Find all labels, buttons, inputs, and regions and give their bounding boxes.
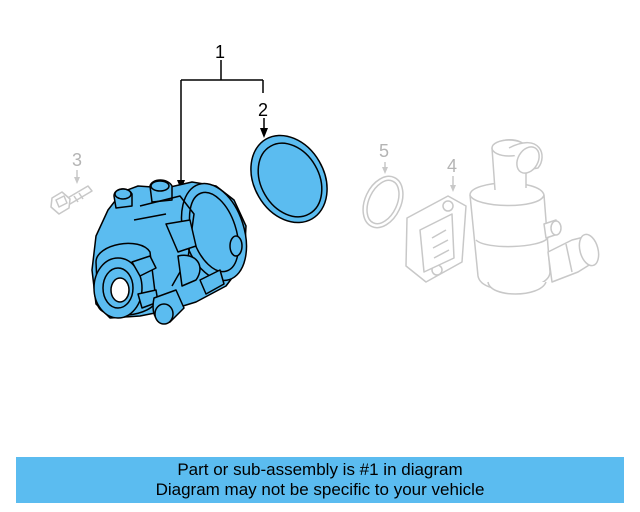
callout-2-leader — [260, 118, 268, 138]
bolt-part-ghost — [50, 185, 93, 215]
notice-line-1: Part or sub-assembly is #1 in diagram — [177, 460, 463, 479]
callout-3-label[interactable]: 3 — [72, 150, 82, 170]
callout-5-leader — [382, 162, 388, 174]
callout-4-label[interactable]: 4 — [447, 156, 457, 176]
callout-2-label[interactable]: 2 — [258, 100, 268, 120]
thermostat-housing-part-ghost — [405, 139, 600, 295]
callout-1-label[interactable]: 1 — [215, 42, 225, 62]
gasket-part — [250, 134, 328, 224]
callout-5-label[interactable]: 5 — [379, 141, 389, 161]
callout-1-leader — [177, 60, 264, 190]
callout-3-leader — [74, 170, 80, 184]
water-pump-part — [91, 179, 248, 325]
notice-banner: Part or sub-assembly is #1 in diagram Di… — [16, 457, 624, 503]
callout-4-leader — [450, 176, 456, 192]
notice-line-2: Diagram may not be specific to your vehi… — [155, 480, 485, 499]
parts-diagram: 1 2 3 4 5 — [50, 42, 600, 325]
o-ring-part-ghost — [362, 175, 404, 229]
